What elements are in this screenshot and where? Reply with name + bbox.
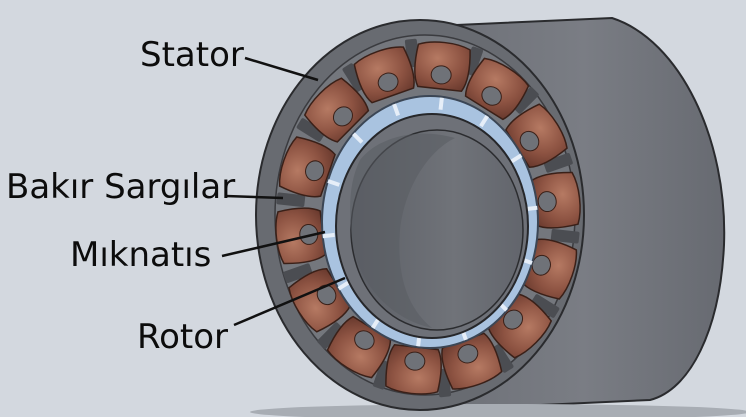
magnet-segment bbox=[327, 179, 340, 187]
magnet-segment bbox=[322, 232, 335, 239]
stator-slot bbox=[296, 118, 326, 142]
copper-windings bbox=[275, 41, 581, 395]
magnet-segment bbox=[392, 103, 400, 117]
copper-winding bbox=[530, 171, 581, 229]
label-stator: Stator bbox=[140, 35, 244, 75]
stator-slot bbox=[543, 153, 573, 173]
magnet-segment bbox=[525, 205, 538, 212]
label-miknatis: Mıknatıs bbox=[70, 235, 212, 275]
copper-winding bbox=[414, 41, 471, 92]
magnet-segment bbox=[352, 132, 364, 144]
copper-winding bbox=[275, 207, 326, 265]
stator-slot bbox=[283, 263, 313, 283]
stator-slot bbox=[276, 192, 306, 208]
magnet-segments bbox=[322, 97, 538, 347]
stator-slot bbox=[550, 228, 580, 244]
copper-winding bbox=[303, 77, 370, 143]
label-bakir-sargilar: Bakır Sargılar bbox=[6, 167, 236, 207]
copper-winding bbox=[505, 103, 568, 168]
copper-winding bbox=[288, 268, 351, 333]
copper-winding bbox=[326, 315, 392, 379]
magnet-segment bbox=[510, 153, 523, 164]
leader-stator bbox=[244, 56, 319, 82]
floor-shadow bbox=[250, 404, 746, 417]
leader-miknatis bbox=[221, 230, 326, 258]
copper-winding bbox=[278, 136, 336, 198]
copper-winding bbox=[464, 57, 530, 121]
stator-slot bbox=[317, 322, 344, 349]
copper-winding bbox=[353, 46, 415, 104]
stator-slot bbox=[512, 87, 539, 114]
magnet-segment bbox=[479, 114, 489, 128]
stator-slot bbox=[530, 294, 560, 318]
label-rotor: Rotor bbox=[137, 317, 229, 357]
leader-bakir-sargilar bbox=[225, 194, 284, 200]
rotor-bore-shadow bbox=[350, 133, 455, 328]
leader-rotor bbox=[233, 276, 346, 327]
copper-winding bbox=[441, 332, 503, 390]
magnet-segment bbox=[438, 97, 444, 110]
copper-winding bbox=[385, 344, 442, 395]
magnet-segment bbox=[337, 280, 350, 291]
